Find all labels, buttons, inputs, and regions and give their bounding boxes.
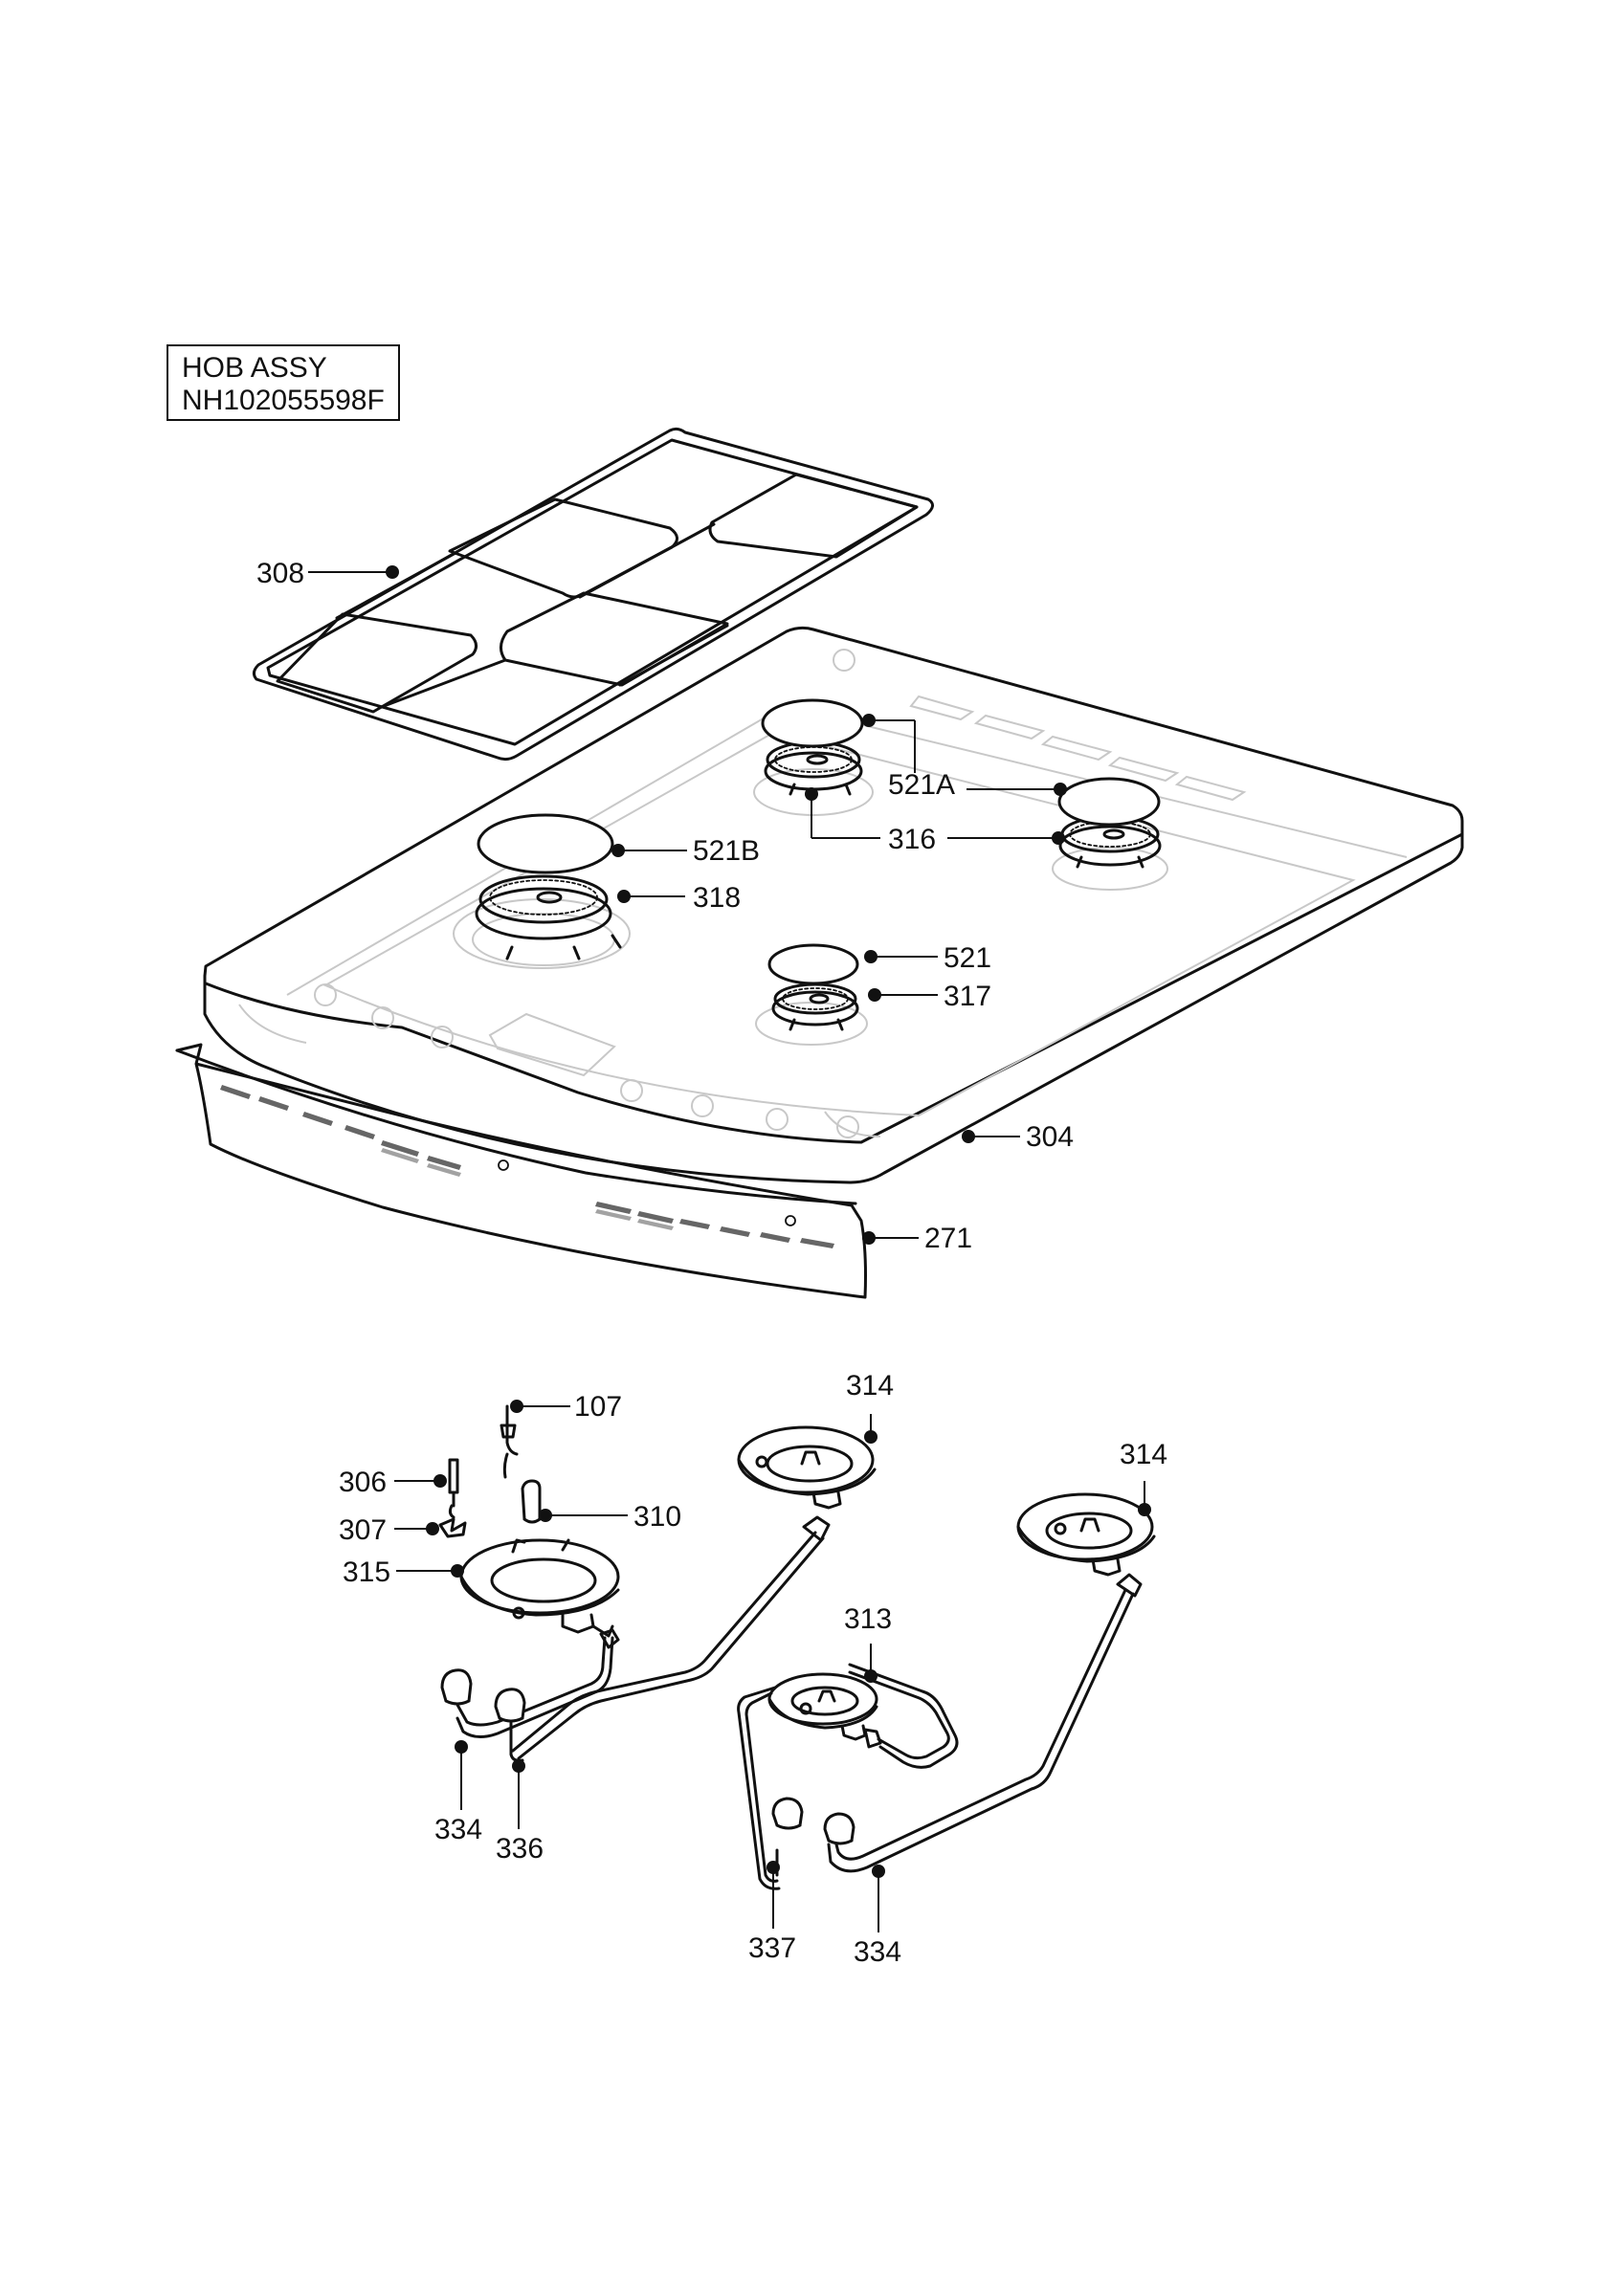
burner-base-314-left	[737, 1425, 877, 1510]
thermocouple-107	[500, 1404, 519, 1479]
label-313: 313	[844, 1603, 892, 1635]
label-318: 318	[693, 882, 741, 914]
burner-top-middle	[761, 698, 864, 796]
burner-base-315	[459, 1538, 620, 1638]
label-314-left: 314	[846, 1370, 894, 1402]
label-521: 521	[944, 942, 991, 974]
label-107: 107	[574, 1391, 622, 1423]
pan-support-grid	[252, 427, 934, 762]
part-labels: 308 521A 316 521B 318 521 317 304 271 10…	[256, 558, 1167, 1968]
label-314-right: 314	[1120, 1439, 1167, 1470]
leader-lines	[308, 565, 1151, 1932]
burner-base-313	[737, 1663, 959, 1890]
burner-base-314-right	[1016, 1492, 1156, 1577]
gas-pipe-right	[823, 1573, 1143, 1873]
spark-plug-310	[521, 1479, 542, 1524]
label-310: 310	[633, 1501, 681, 1533]
gas-pipe-left	[440, 1628, 620, 1738]
label-521A: 521A	[888, 769, 955, 801]
burner-large	[475, 813, 622, 960]
title-box: HOB ASSY NH102055598F	[167, 344, 400, 421]
label-306: 306	[339, 1467, 387, 1498]
label-337: 337	[748, 1932, 796, 1964]
label-316: 316	[888, 824, 936, 855]
label-304: 304	[1026, 1121, 1074, 1153]
burner-right	[1057, 777, 1162, 869]
label-308: 308	[256, 558, 304, 589]
label-521B: 521B	[693, 835, 760, 867]
label-317: 317	[944, 981, 991, 1012]
label-307: 307	[339, 1514, 387, 1546]
control-panel-strip	[175, 1043, 867, 1299]
gas-pipe-middle	[494, 1515, 831, 1762]
title-line-1: HOB ASSY	[182, 352, 327, 384]
label-315: 315	[343, 1556, 390, 1588]
label-334-right: 334	[854, 1936, 901, 1968]
label-334-left: 334	[434, 1814, 482, 1845]
title-line-2: NH102055598F	[182, 385, 385, 416]
burner-small	[767, 943, 859, 1031]
electrode-306	[448, 1458, 459, 1519]
clip-307	[438, 1517, 467, 1538]
label-336: 336	[496, 1833, 544, 1865]
label-271: 271	[924, 1223, 972, 1254]
